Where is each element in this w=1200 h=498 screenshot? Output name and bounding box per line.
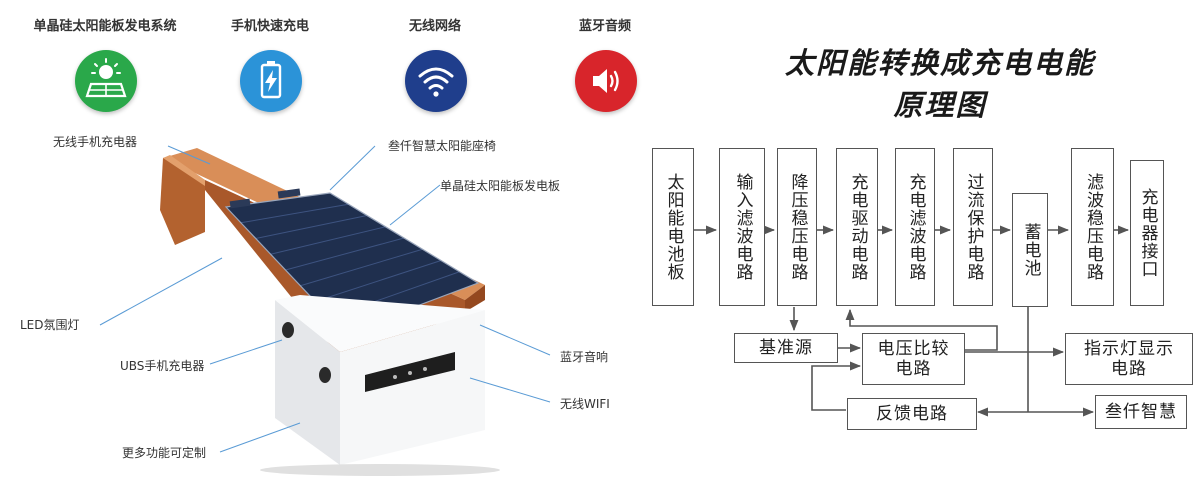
- panel-cell-line: [315, 260, 442, 302]
- feature-title-bluetooth: 蓝牙音频: [578, 19, 631, 34]
- block-overcurrent: 过流保护电路: [953, 148, 993, 306]
- callout-bench: 叁仟智慧太阳能座椅: [388, 139, 497, 153]
- solar-bench-illustration: [99, 145, 551, 476]
- block-charger-port: 充电器接口: [1130, 160, 1164, 306]
- block-step-down: 降压稳压电路: [777, 148, 817, 306]
- block-charge-filter: 充电滤波电路: [895, 148, 935, 306]
- solar-panel-icon: [75, 50, 137, 112]
- block-input-filter: 输入滤波电路: [719, 148, 765, 306]
- callout-wifi: 无线WIFI: [560, 397, 610, 411]
- panel-cell-line: [255, 215, 368, 239]
- diagram-connectors: [694, 225, 1130, 417]
- callout-wireless-charger: 无线手机充电器: [53, 135, 138, 149]
- panel-cell-line: [300, 248, 423, 287]
- feature-title-solar: 单晶硅太阳能板发电系统: [33, 19, 177, 34]
- wifi-icon: [405, 50, 467, 112]
- callout-bluetooth: 蓝牙音响: [560, 350, 609, 364]
- block-brand: 叁仟智慧: [1095, 395, 1187, 429]
- panel-cell-line: [270, 226, 386, 255]
- callout-usb: UBS手机充电器: [120, 359, 205, 373]
- diagram-title-line2: 原理图: [893, 88, 987, 122]
- block-battery: 蓄电池: [1012, 193, 1048, 307]
- battery-charge-icon: [240, 50, 302, 112]
- callout-led: LED氛围灯: [20, 318, 80, 332]
- callout-solar-panel: 单晶硅太阳能板发电板: [440, 179, 561, 193]
- panel-cell-line: [240, 203, 349, 224]
- block-feedback: 反馈电路: [847, 398, 977, 430]
- callout-more: 更多功能可定制: [122, 446, 207, 460]
- feature-title-charging: 手机快速充电: [230, 19, 309, 34]
- speaker-icon: [575, 50, 637, 112]
- block-solar-cell: 太阳能电池板: [652, 148, 694, 306]
- block-filter-reg: 滤波稳压电路: [1071, 148, 1114, 306]
- panel-cell-line: [285, 237, 405, 271]
- block-charge-drive: 充电驱动电路: [836, 148, 878, 306]
- block-comparator: 电压比较 电路: [862, 333, 965, 385]
- block-indicator: 指示灯显示 电路: [1065, 333, 1193, 385]
- block-reference: 基准源: [734, 333, 838, 363]
- diagram-title-line1: 太阳能转换成充电电能: [784, 46, 1095, 80]
- feature-title-wifi: 无线网络: [408, 19, 461, 34]
